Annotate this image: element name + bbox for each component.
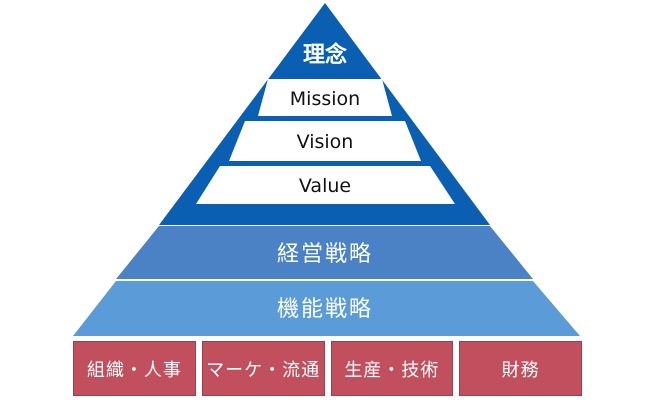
value-band xyxy=(196,166,455,204)
function-box-organization-hr: 組織・人事 xyxy=(73,341,196,396)
function-boxes: 組織・人事 マーケ・流通 生産・技術 財務 xyxy=(73,341,582,396)
apex-label: 理念 xyxy=(303,42,347,68)
mission-band xyxy=(258,79,392,116)
mission-label: Mission xyxy=(290,88,360,110)
functional-strategy-tier xyxy=(73,281,580,336)
value-label: Value xyxy=(299,175,351,197)
function-box-production-technology: 生産・技術 xyxy=(330,341,454,396)
vision-band xyxy=(229,121,421,161)
functional-strategy-label: 機能戦略 xyxy=(277,297,373,322)
function-box-marketing-distribution: マーケ・流通 xyxy=(201,341,325,396)
management-strategy-label: 経営戦略 xyxy=(277,242,373,267)
vision-label: Vision xyxy=(297,131,354,153)
function-box-finance: 財務 xyxy=(459,341,582,396)
management-strategy-tier xyxy=(116,226,533,279)
